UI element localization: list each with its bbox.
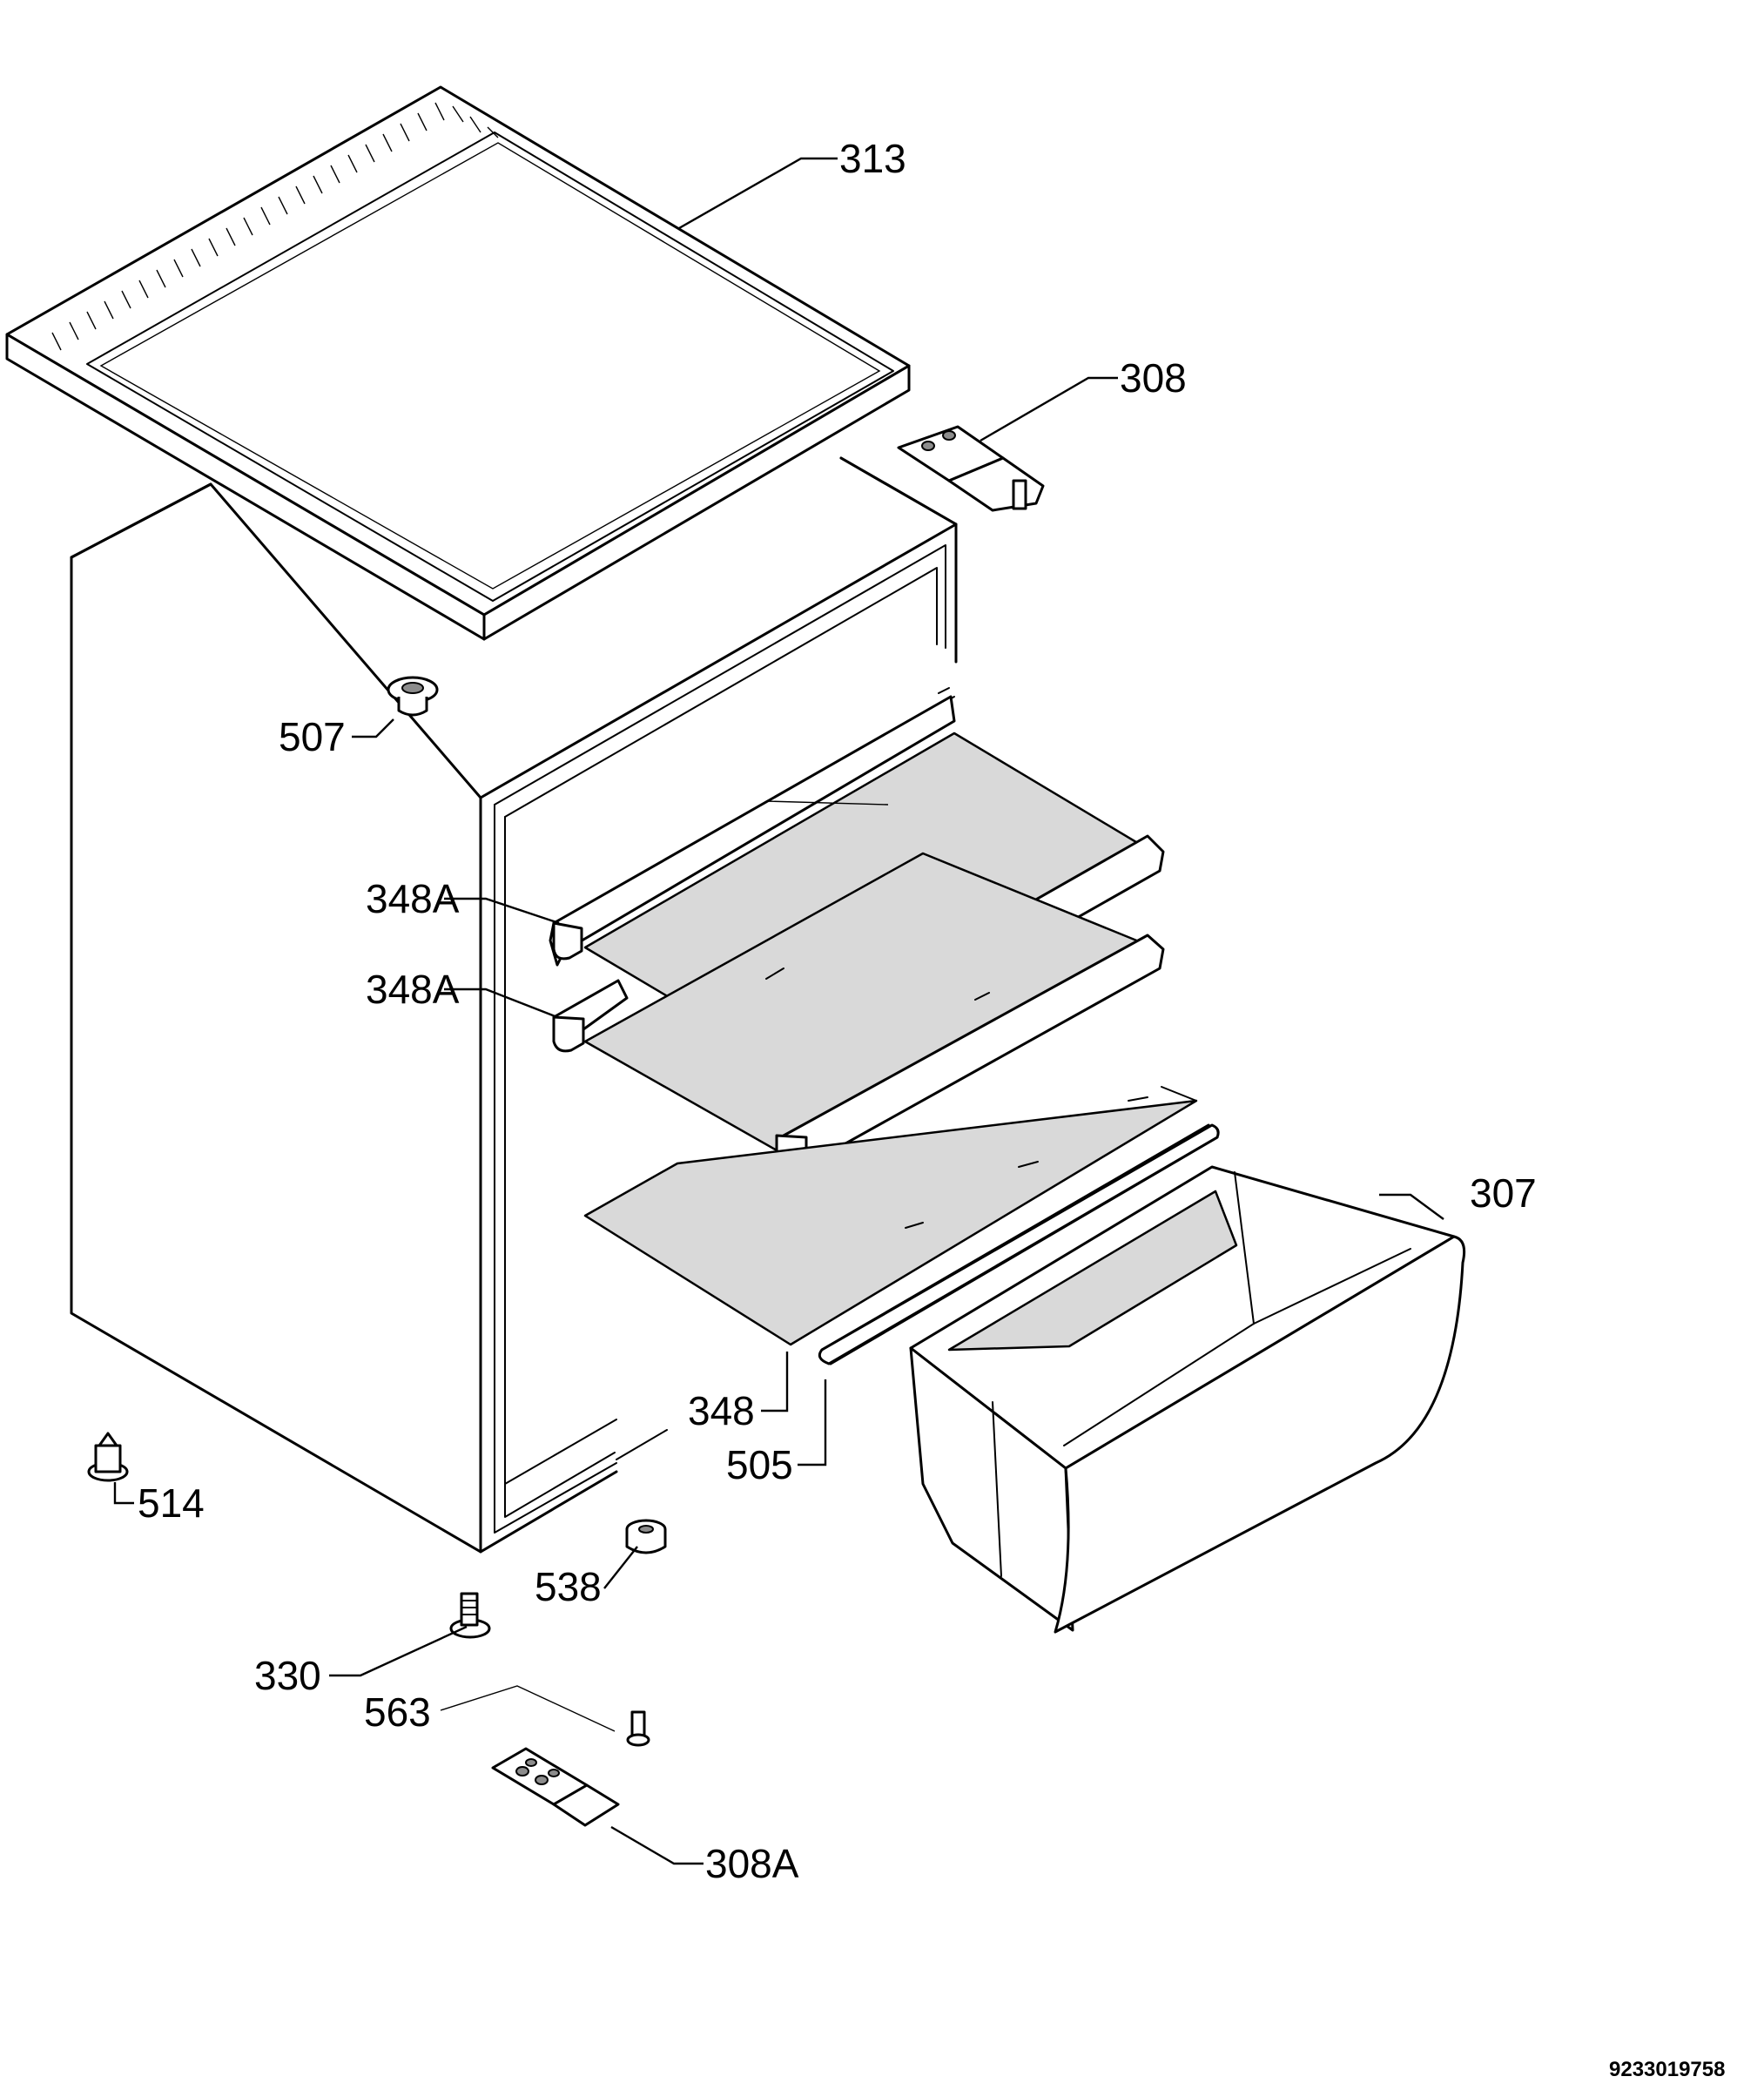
crisper-drawer (909, 1165, 1466, 1634)
callout-514: 514 (138, 1480, 205, 1526)
top-lid (5, 85, 911, 641)
foot-screw-330-part (449, 1592, 491, 1639)
spacer-538-part (625, 1519, 667, 1554)
callout-348a-upper: 348A (366, 876, 460, 921)
callout-313: 313 (839, 136, 906, 181)
top-hinge-part (897, 425, 1045, 512)
callout-563: 563 (364, 1689, 431, 1735)
callout-348: 348 (688, 1388, 755, 1433)
callout-507: 507 (279, 714, 346, 759)
lid-vent-grille (51, 102, 499, 351)
callout-307: 307 (1470, 1170, 1537, 1216)
callout-330: 330 (254, 1653, 321, 1698)
bottom-hinge-part (491, 1747, 620, 1827)
callout-538: 538 (535, 1564, 602, 1609)
foot-514-part (87, 1432, 129, 1482)
plug-507-part (387, 676, 439, 717)
callout-505: 505 (726, 1442, 793, 1487)
callout-308: 308 (1120, 355, 1187, 401)
hinge-pin-563-part (626, 1710, 650, 1747)
callout-308a: 308A (705, 1841, 799, 1886)
drawing-code: 9233019758 (1609, 2058, 1725, 2081)
callout-348a-middle: 348A (366, 967, 460, 1012)
callout-labels: 313 308 507 348A 348A 348 505 307 514 53… (138, 136, 1537, 1886)
leader-lines (113, 157, 1444, 1865)
cabinet-body (70, 456, 958, 1554)
shelf-trim (818, 1123, 1220, 1365)
glass-shelf (583, 1086, 1198, 1346)
